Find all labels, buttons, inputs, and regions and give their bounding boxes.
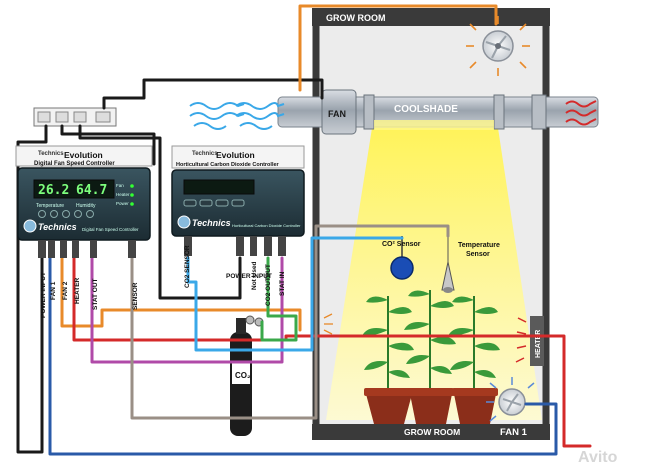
fan-ctrl-status-leds: Fan Heater Power [116,183,134,206]
wire-top-fan [298,4,498,26]
co2-ctrl-title: Evolution [216,150,255,160]
fan1-label: FAN 1 [500,427,528,438]
fan1-air-arrows [486,377,535,422]
coolshade-label: COOLSHADE [394,104,458,115]
fan-ctrl-logo-icon [23,219,37,233]
wire-temp-sensor [130,224,450,420]
heat-arrows [515,317,527,363]
temp-sensor-label-line2: Sensor [466,251,490,258]
port-not-used: Not Used [251,261,258,290]
wire-heater [72,256,592,448]
co2-ctrl-connectors [184,236,286,256]
wire-fan1 [48,256,558,456]
exhaust-fan-top [466,16,530,76]
fan-ctrl-port-labels: POWER INPUT FAN 1 FAN 2 HEATER STAT OUT … [40,272,139,318]
fan-ctrl-panel-logo: Technics [38,222,77,232]
fan-ctrl-fan-led-label: Fan [116,183,124,188]
fan-ctrl-button-2[interactable] [50,210,58,218]
co2-ctrl-logo-icon [177,215,191,229]
port-sensor: SENSOR [132,282,139,310]
co2-ctrl-port-labels: CO2 SENSOR POWER INPUT Not Used CO2 OUTP… [184,245,286,306]
heater: HEATER [515,316,544,366]
watermark: Avito [578,449,618,466]
co2-sensor-label: CO² Sensor [382,241,421,248]
fan-ctrl-panel-footer: Digital Fan Speed Controller [82,227,139,232]
fan-ctrl-title: Evolution [64,150,103,160]
co2-ctrl-brand: Technics [192,151,218,157]
power-outlet [33,107,117,127]
fan-ctrl-button-4[interactable] [74,210,82,218]
fan-ctrl-heater-led-label: Heater [116,192,130,197]
co2-ctrl-buttons [183,199,245,207]
wire-fan2 [60,256,302,332]
co2-cylinder: CO₂ [230,315,264,436]
port-co2-output: CO2 OUTPUT [265,264,272,306]
fan-ctrl-power-led-label: Power [116,201,129,206]
grow-room-bottom-bar [312,424,550,440]
air-arrows-top [466,16,530,76]
co2-ctrl-button-3[interactable] [215,199,229,207]
co2-ctrl-panel-logo: Technics [192,218,231,228]
plant-1 [362,296,414,424]
co2-controller: Technics Evolution Horticultural Carbon … [171,145,305,256]
fan-ctrl-buttons [38,210,94,218]
heater-label: HEATER [535,330,542,358]
co2-ctrl-button-4[interactable] [231,199,245,207]
fan-ctrl-button-1[interactable] [38,210,46,218]
port-fan2: FAN 2 [62,281,69,300]
fan-ctrl-connectors [38,240,136,258]
co2-ctrl-button-2[interactable] [199,199,213,207]
port-power-input: POWER INPUT [40,272,47,318]
wire-fan-controller-feed [60,124,156,166]
co2-sensor: CO² Sensor [382,236,421,280]
wire-co2-sensor [186,236,404,352]
port-heater: HEATER [74,277,81,304]
wires [16,4,592,456]
fan-ctrl-display-right: 64.7 [76,183,107,198]
temperature-sensor: Temperature Sensor [441,236,500,293]
co2-ctrl-button-1[interactable] [183,199,197,207]
grow-room-top-label: GROW ROOM [326,13,386,23]
fan-ctrl-humidity-label: Humidity [76,203,96,209]
exhaust-air-arrows [565,100,597,126]
grow-room-top-bar [312,8,550,26]
fan-ctrl-display-left: 26.2 [38,183,69,198]
fan-speed-controller: Technics Evolution Digital Fan Speed Con… [15,145,153,258]
coolshade-duct: FAN COOLSHADE [277,89,599,135]
port-co2-sensor: CO2 SENSOR [184,245,191,288]
wire-fan-controller-power [16,124,48,454]
temp-sensor-label-line1: Temperature [458,242,500,249]
intake-air-arrows [189,102,285,130]
fan-ctrl-button-3[interactable] [62,210,70,218]
plant-3 [448,296,500,424]
grow-room-bottom-label: GROW ROOM [404,427,460,437]
port-stat-in: STAT IN [279,271,286,296]
fan1 [486,377,535,422]
duct-fan-label: FAN [328,109,346,119]
wire-co2-output [260,256,298,342]
co2-dispersion-arrows [323,313,333,335]
fan-ctrl-brand: Technics [38,151,64,157]
port-fan1: FAN 1 [50,281,57,300]
wire-stat [90,256,284,364]
port-co2-power-input: POWER INPUT [226,273,272,280]
fan-ctrl-subtitle: Digital Fan Speed Controller [34,161,115,167]
fan-ctrl-button-5[interactable] [86,210,94,218]
plants [362,290,500,424]
fan-ctrl-temperature-label: Temperature [36,203,64,209]
port-stat-out: STAT OUT [92,278,99,310]
plant-2 [404,290,456,424]
wire-co2-power [78,124,242,300]
co2-ctrl-panel-footer: Horticultural Carbon Dioxide Controller [232,223,301,228]
co2-cylinder-label: CO₂ [235,371,251,380]
co2-ctrl-subtitle: Horticultural Carbon Dioxide Controller [176,162,280,168]
wire-duct-fan [102,78,324,110]
